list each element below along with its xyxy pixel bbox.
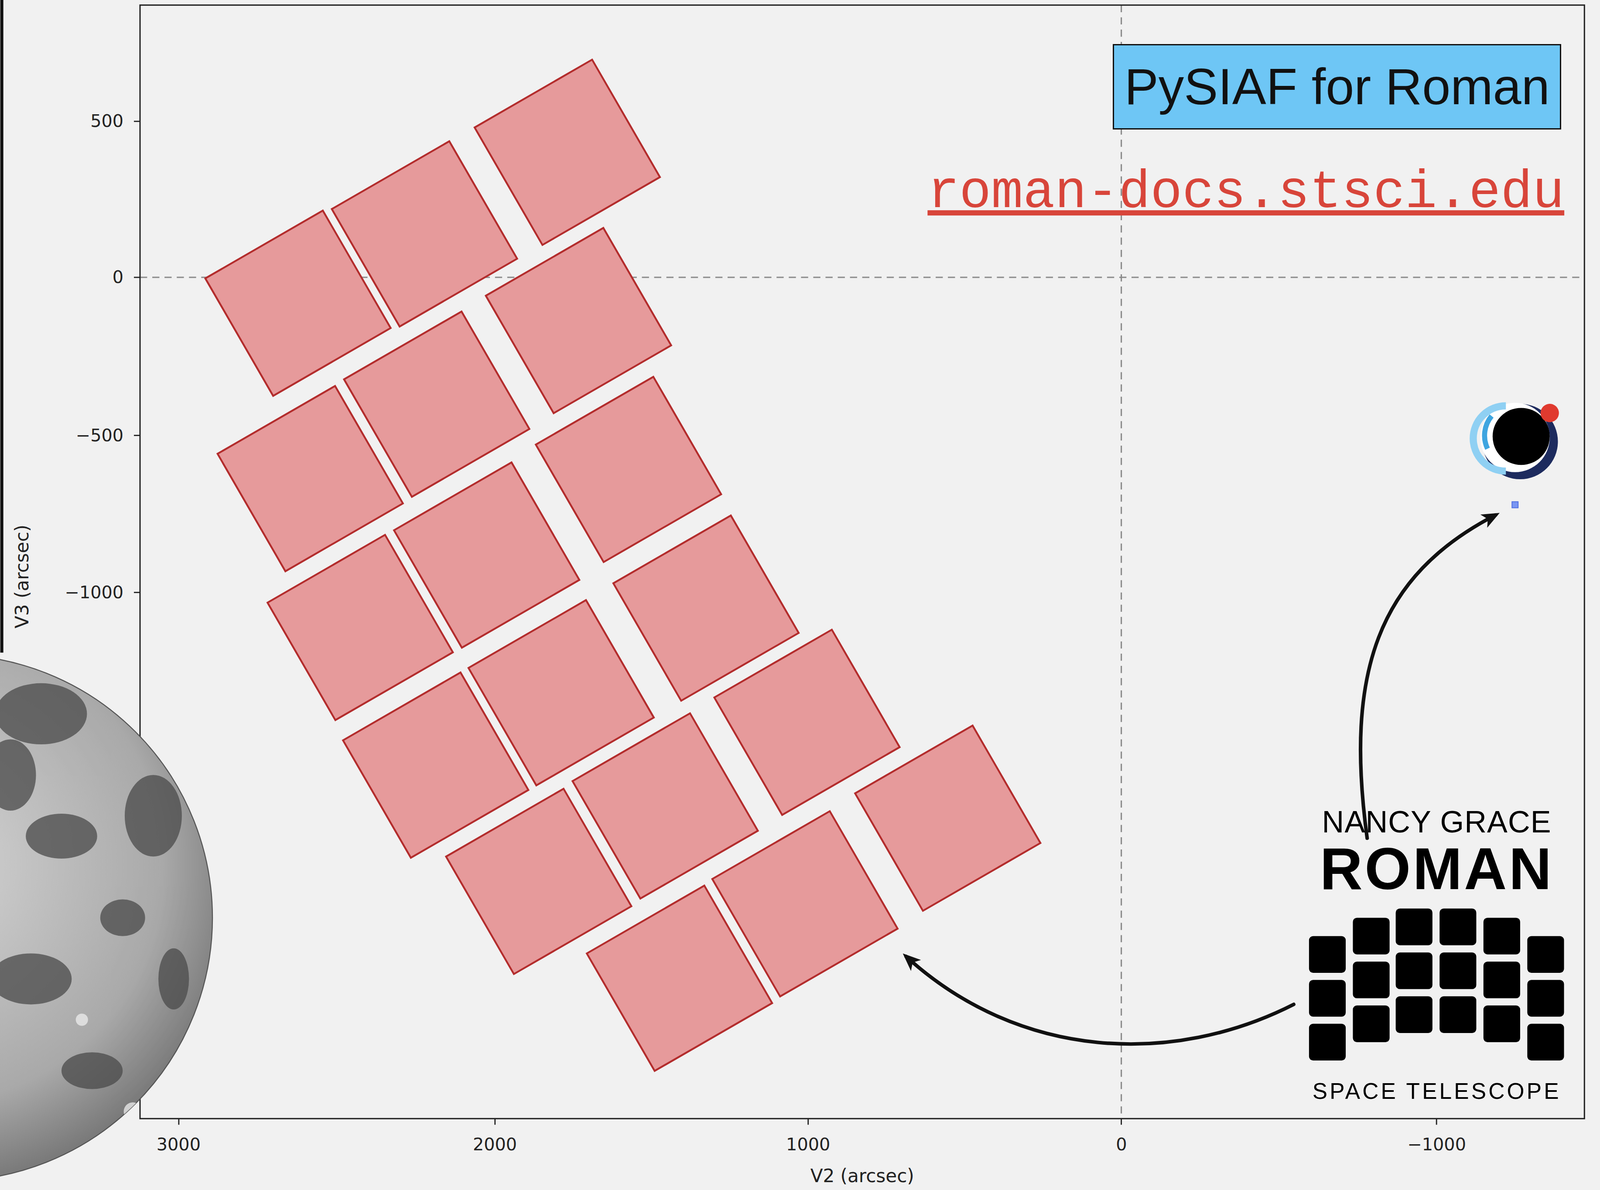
url-link: roman-docs.stsci.edu bbox=[927, 167, 1565, 221]
logo-text: NANCY GRACE bbox=[1322, 806, 1552, 838]
tick-label: 3000 bbox=[156, 1136, 201, 1154]
tick-label: 500 bbox=[90, 112, 124, 130]
logo-block bbox=[1395, 996, 1433, 1034]
logo-block bbox=[1439, 909, 1477, 946]
detector-array bbox=[205, 59, 1041, 1072]
logo-block bbox=[1309, 936, 1346, 974]
pointer-arrow bbox=[905, 956, 1294, 1045]
logo-block bbox=[1395, 952, 1433, 990]
logo-block bbox=[1527, 1024, 1564, 1061]
axes-frame bbox=[140, 5, 1585, 1120]
detector-square bbox=[854, 725, 1041, 912]
moon-image bbox=[0, 654, 213, 1182]
logo-block bbox=[1483, 1005, 1521, 1043]
tick-label: 0 bbox=[1115, 1136, 1127, 1154]
detector-square bbox=[535, 376, 722, 563]
logo-block bbox=[1527, 980, 1564, 1017]
edge-strip bbox=[0, 0, 4, 653]
detector-square bbox=[712, 811, 898, 997]
title-text: PySIAF for Roman bbox=[1124, 57, 1550, 117]
logo-block bbox=[1483, 918, 1521, 955]
logo-text: ROMAN bbox=[1319, 839, 1554, 900]
logo-text: SPACE TELESCOPE bbox=[1312, 1080, 1562, 1103]
axis-title: V2 (arcsec) bbox=[810, 1167, 915, 1186]
tick-label: 1000 bbox=[786, 1136, 831, 1154]
tick-marks bbox=[133, 121, 1437, 1125]
logo-block bbox=[1309, 980, 1346, 1017]
guider-mark bbox=[1511, 502, 1518, 509]
tick-label: −500 bbox=[75, 427, 124, 445]
logo-grid bbox=[1309, 909, 1565, 1061]
tick-label: 2000 bbox=[472, 1136, 517, 1154]
logo-block bbox=[1352, 1005, 1390, 1043]
tick-label: −1000 bbox=[64, 584, 124, 602]
tick-label: −1000 bbox=[1407, 1136, 1466, 1154]
logo-block bbox=[1395, 909, 1433, 946]
axis-title: V3 (arcsec) bbox=[13, 524, 32, 629]
pointer-arrow bbox=[1360, 515, 1496, 839]
tick-label: 0 bbox=[112, 268, 124, 287]
logo-block bbox=[1352, 961, 1390, 999]
logo-block bbox=[1439, 996, 1477, 1034]
roman-icon bbox=[1473, 403, 1559, 480]
detector-square bbox=[474, 59, 660, 246]
logo-block bbox=[1527, 936, 1564, 974]
logo-block bbox=[1439, 952, 1477, 990]
logo-block bbox=[1483, 961, 1521, 999]
logo-block bbox=[1352, 918, 1390, 955]
logo-block bbox=[1309, 1024, 1346, 1061]
title-box: PySIAF for Roman bbox=[1112, 44, 1562, 130]
